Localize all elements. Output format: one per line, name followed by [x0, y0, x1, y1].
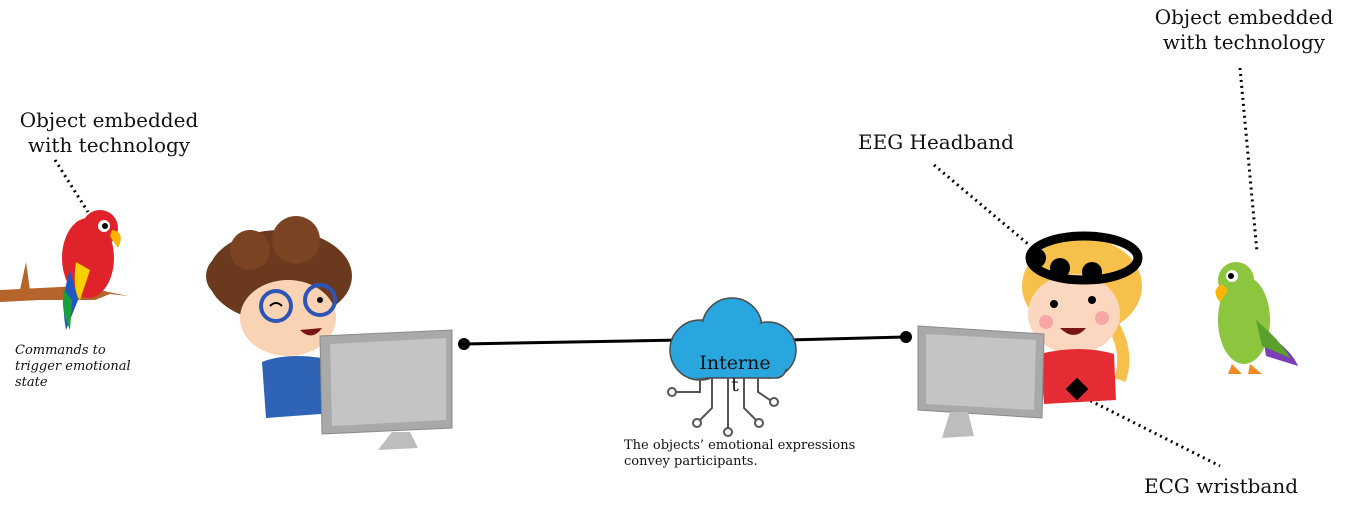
caption-line2: convey participants.	[624, 454, 758, 469]
left-note-line3: state	[15, 375, 48, 390]
ecg-label: ECG wristband	[1144, 474, 1299, 498]
left-object-label: Object embedded with technology	[15, 108, 203, 158]
caption: The objects’ emotional expressions conve…	[624, 438, 855, 470]
connection-left	[463, 338, 681, 346]
left-note-line2: trigger emotional	[15, 359, 131, 374]
right-object-label: Object embedded with technology	[1150, 5, 1338, 55]
computer-right	[917, 325, 1045, 438]
left-object-label-line1: Object embedded	[19, 108, 199, 132]
ecg-wristband-icon	[1065, 377, 1089, 401]
red-parrot-icon	[0, 210, 128, 330]
pointer-left-object	[53, 159, 90, 213]
eeg-headband-icon	[1025, 231, 1143, 285]
internet-label-part2: t	[731, 374, 739, 396]
pointer-eeg	[933, 163, 1029, 246]
eeg-label: EEG Headband	[858, 130, 1014, 154]
internet-label: Interne t	[690, 352, 780, 396]
pointer-ecg	[1084, 396, 1221, 468]
connection-left-node	[458, 338, 470, 350]
left-note-line1: Commands to	[15, 343, 106, 358]
connection-right-node	[900, 331, 912, 343]
right-object-label-line2: with technology	[1162, 30, 1326, 54]
pointer-right-object	[1238, 67, 1259, 253]
cloud-icon	[667, 297, 797, 437]
computer-left	[319, 329, 453, 450]
right-object-label-line1: Object embedded	[1154, 5, 1334, 29]
left-note: Commands to trigger emotional state	[15, 343, 131, 391]
caption-line1: The objects’ emotional expressions	[624, 438, 856, 453]
left-object-label-line2: with technology	[27, 133, 191, 157]
green-parrot-icon	[1215, 262, 1298, 374]
internet-label-part1: Interne	[699, 352, 771, 374]
connection-right	[787, 335, 907, 342]
